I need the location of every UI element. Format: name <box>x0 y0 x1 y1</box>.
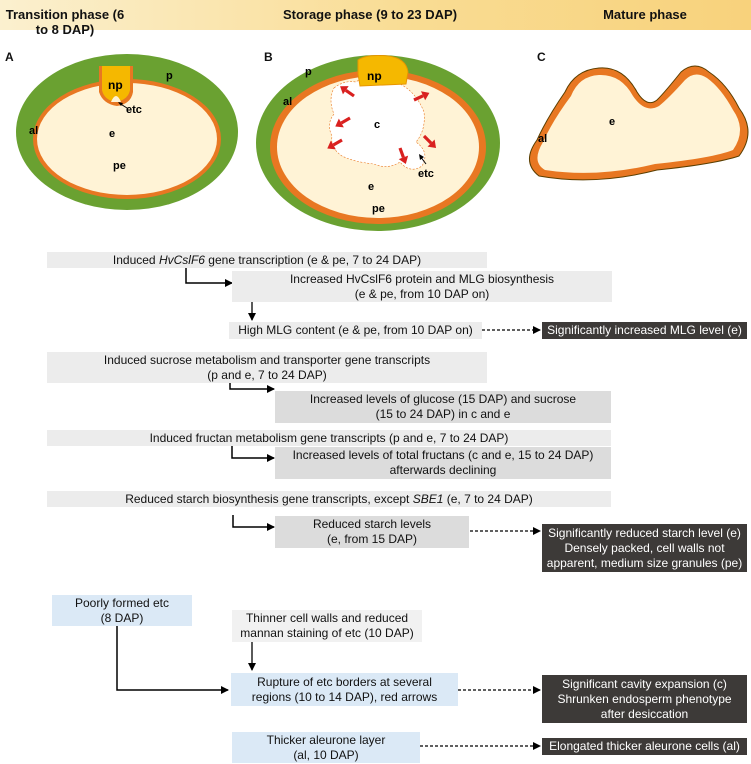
phase-transition: Transition phase (6 to 8 DAP) <box>5 7 125 37</box>
box-cslf6-transcription: Induced HvCslF6 gene transcription (e & … <box>47 252 487 268</box>
box-poorly-formed-etc: Poorly formed etc (8 DAP) <box>52 595 192 626</box>
box-sucrose-transcripts: Induced sucrose metabolism and transport… <box>47 352 487 383</box>
box-fructan-levels: Increased levels of total fructans (c an… <box>275 447 611 479</box>
connector-b1-b2 <box>185 268 233 287</box>
nucellar-projection-shape <box>102 66 130 102</box>
endosperm-cavity-shape <box>329 77 426 170</box>
label-etc: etc <box>418 168 434 180</box>
red-arrow <box>340 86 355 98</box>
connector-b8-b9 <box>232 515 275 531</box>
label-e: e <box>609 116 615 128</box>
box-starch-transcripts: Reduced starch biosynthesis gene transcr… <box>47 491 611 507</box>
red-arrow <box>422 134 437 149</box>
label-np: np <box>367 69 382 83</box>
box-high-mlg: High MLG content (e & pe, from 10 DAP on… <box>229 322 482 339</box>
label-p: p <box>305 66 312 78</box>
result-mlg-level: Significantly increased MLG level (e) <box>542 322 747 339</box>
red-arrow <box>398 147 409 164</box>
endosperm-shape <box>537 74 740 173</box>
endosperm-shape <box>37 83 217 195</box>
label-e: e <box>368 181 374 193</box>
label-c: c <box>374 119 380 131</box>
box-thinner-cell-walls: Thinner cell walls and reduced mannan st… <box>232 610 422 642</box>
result-aleurone-cells: Elongated thicker aleurone cells (al) <box>542 738 747 755</box>
connector-b10-b12 <box>116 626 229 694</box>
red-arrow <box>327 138 343 150</box>
connector-b6-b7 <box>231 446 275 462</box>
label-pe: pe <box>113 160 126 172</box>
label-al: al <box>283 96 292 108</box>
phase-storage: Storage phase (9 to 23 DAP) <box>282 7 458 22</box>
label-e: e <box>109 128 115 140</box>
box-starch-levels: Reduced starch levels (e, from 15 DAP) <box>275 516 469 548</box>
phase-banner <box>0 0 751 30</box>
rupture-arrows <box>327 86 437 164</box>
panel-letter-c: C <box>537 50 546 64</box>
grain-diagram-c: e al <box>529 65 749 181</box>
result-starch-level: Significantly reduced starch level (e) D… <box>542 524 747 572</box>
box-etc-rupture: Rupture of etc borders at several region… <box>231 673 458 706</box>
box-glucose-sucrose-levels: Increased levels of glucose (15 DAP) and… <box>275 391 611 423</box>
label-np: np <box>108 78 123 92</box>
red-arrow <box>335 116 351 128</box>
label-pe: pe <box>372 203 385 215</box>
etc-cavity-shape <box>111 96 121 102</box>
label-al: al <box>29 125 38 137</box>
red-arrow <box>413 91 430 102</box>
grain-diagram-b: np p al c etc e pe <box>256 55 500 231</box>
etc-pointer-head <box>118 102 123 106</box>
box-fructan-transcripts: Induced fructan metabolism gene transcri… <box>47 430 611 446</box>
label-al: al <box>538 133 547 145</box>
nucellar-projection-shape <box>357 55 409 87</box>
box-thicker-aleurone: Thicker aleurone layer (al, 10 DAP) <box>232 732 420 763</box>
phase-mature: Mature phase <box>603 7 687 22</box>
box-cslf6-protein: Increased HvCslF6 protein and MLG biosyn… <box>232 271 612 302</box>
panel-letter-b: B <box>264 50 273 64</box>
etc-pointer-head <box>419 154 424 160</box>
label-etc: etc <box>126 104 142 116</box>
result-cavity-expansion: Significant cavity expansion (c) Shrunke… <box>542 675 747 723</box>
panel-letter-a: A <box>5 50 14 64</box>
grain-diagram-a: np p etc al e pe <box>16 54 238 210</box>
connector-b4-b5 <box>229 380 275 393</box>
label-p: p <box>166 70 173 82</box>
